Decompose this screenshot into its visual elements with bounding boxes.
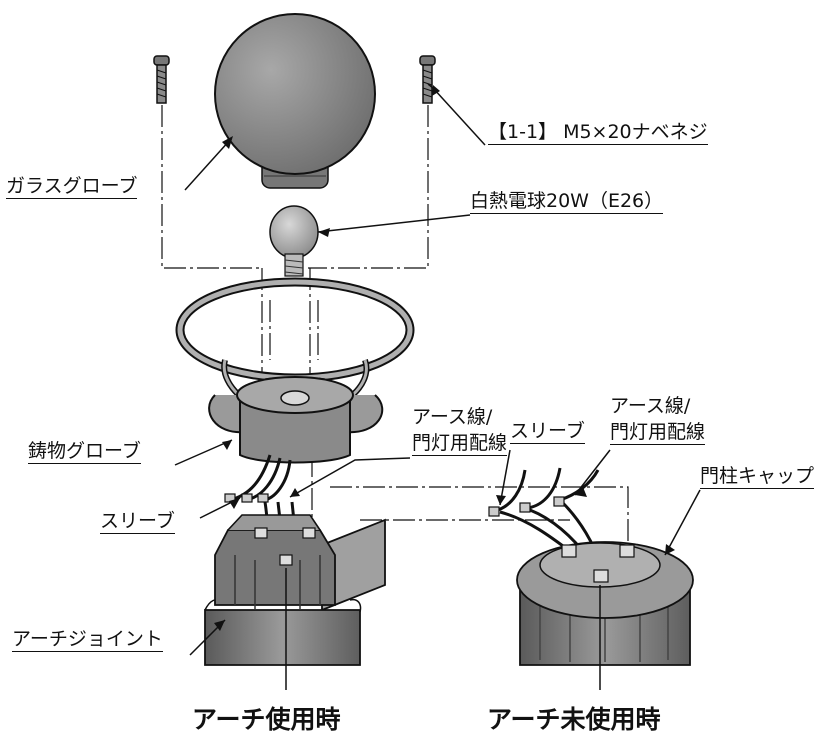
leader-arrows <box>214 85 675 631</box>
sleeve-left-label: スリーブ <box>100 510 175 534</box>
earth-wire-right-line2: 門灯用配線 <box>610 421 706 445</box>
guide-lines <box>161 105 629 560</box>
glass-globe <box>214 13 376 189</box>
arch-joint-label: アーチジョイント <box>12 628 163 652</box>
screw-label: 【1-1】 M5×20ナベネジ <box>488 121 708 145</box>
earth-wire-left-line2: 門灯用配線 <box>412 432 508 456</box>
screw-right <box>419 55 436 104</box>
cast-globe-label: 鋳物グローブ <box>28 440 141 464</box>
bulb <box>269 205 319 277</box>
cast-globe <box>175 277 415 464</box>
caption-with-arch: アーチ使用時 <box>192 705 341 734</box>
glass-globe-label: ガラスグローブ <box>6 175 138 199</box>
screw-left <box>153 55 170 104</box>
earth-wire-right-line1: アース線/ <box>610 395 691 417</box>
caption-without-arch: アーチ未使用時 <box>487 705 661 734</box>
leader-lines <box>174 83 701 690</box>
earth-wire-left-line1: アース線/ <box>412 406 493 428</box>
cap-label: 門柱キャップ <box>700 465 815 489</box>
sleeves-right <box>488 496 565 517</box>
bulb-label: 白熱電球20W（E26） <box>470 190 664 214</box>
sleeve-right-label: スリーブ <box>510 420 585 444</box>
post-cap <box>516 541 694 666</box>
arch-joint <box>204 514 386 666</box>
